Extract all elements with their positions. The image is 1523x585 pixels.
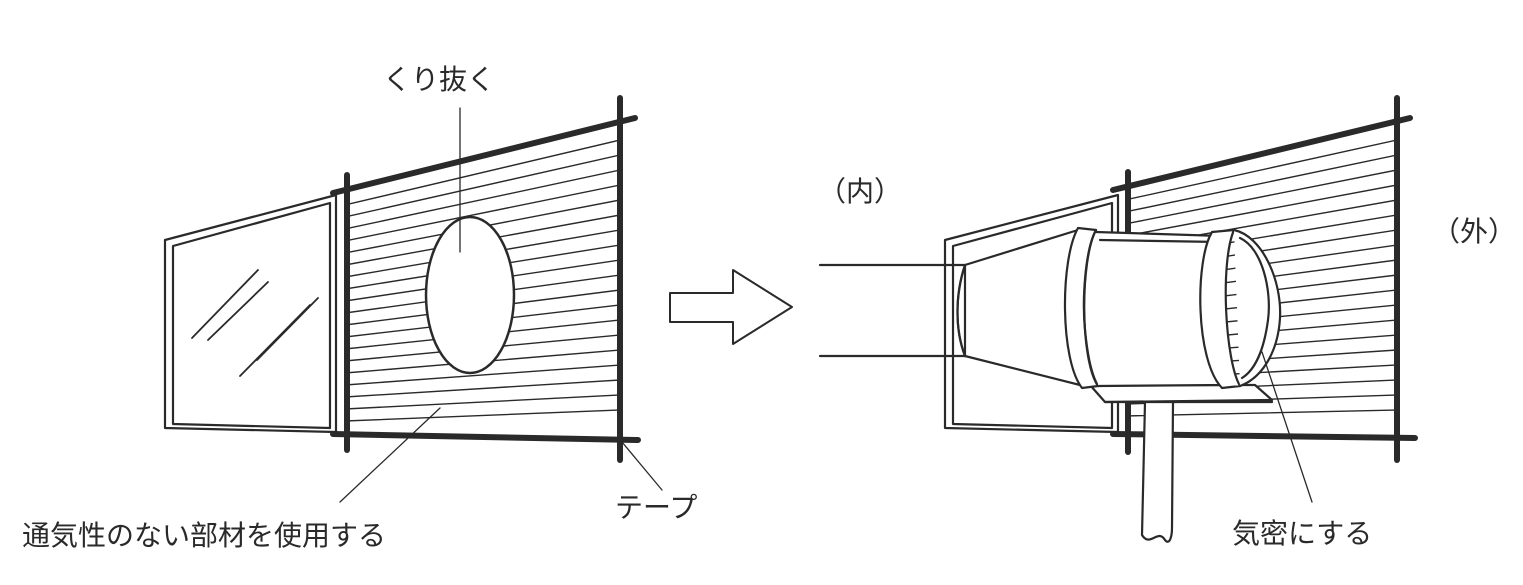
- support-post: [1140, 400, 1175, 543]
- label-non-breathable: 通気性のない部材を使用する: [22, 519, 387, 552]
- support-bracket: [1088, 383, 1274, 404]
- right-wall-figure: [818, 95, 1418, 543]
- tape-frame-left: [330, 95, 641, 463]
- label-inside: （内）: [818, 175, 903, 208]
- label-tape: テープ: [615, 491, 698, 524]
- cut-out-hole: [424, 215, 516, 375]
- left-wall-figure: [163, 95, 641, 463]
- label-airtight: 気密にする: [1232, 517, 1373, 550]
- leader-lines-right: [1261, 351, 1313, 503]
- window-frame-left: [163, 193, 338, 434]
- duct-pipe: [818, 263, 970, 358]
- duct-reducer: [956, 228, 1082, 387]
- transition-arrow: [669, 269, 793, 345]
- duct-collar: [1063, 226, 1100, 390]
- airtight-seal-ring: [1199, 228, 1282, 390]
- glass-reflection-left: [191, 269, 319, 377]
- label-outside: （外）: [1432, 215, 1517, 248]
- leader-lines-left: [339, 107, 663, 503]
- label-cut-out: くり抜く: [383, 63, 496, 96]
